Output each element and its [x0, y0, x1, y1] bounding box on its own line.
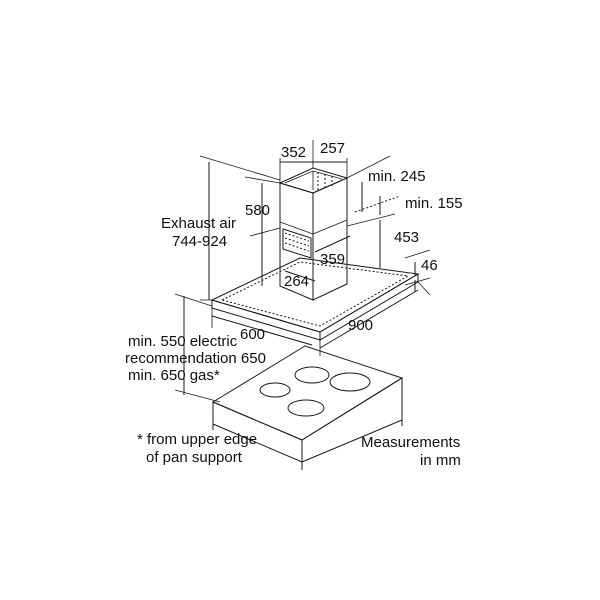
label-dim-359: 359: [320, 251, 345, 268]
burner-back-right: [329, 372, 371, 392]
dimension-lines: [174, 140, 431, 403]
label-dim-600: 600: [240, 326, 265, 343]
label-dim-453: 453: [394, 229, 419, 246]
label-min-gas: min. 650 gas*: [128, 367, 220, 384]
label-dim-46: 46: [421, 257, 438, 274]
units-line-1: Measurements: [361, 434, 460, 451]
burner-front-left: [259, 382, 291, 398]
burner-back-left: [294, 366, 330, 384]
units-line-2: in mm: [420, 452, 461, 469]
chimney: [278, 167, 349, 301]
label-dim-900: 900: [348, 317, 373, 334]
label-min-245: min. 245: [368, 168, 426, 185]
label-chimney-depth: 352: [281, 144, 306, 161]
label-min-electric: min. 550 electric: [128, 333, 238, 350]
label-chimney-height: 580: [245, 202, 270, 219]
label-dim-264: 264: [284, 273, 309, 290]
cooktop: [211, 345, 404, 470]
label-chimney-width: 257: [320, 140, 345, 157]
label-exhaust-air: Exhaust air: [161, 215, 236, 232]
footnote-line-2: of pan support: [146, 449, 243, 466]
footnote-line-1: * from upper edge: [137, 431, 257, 448]
label-recommendation: recommendation 650: [125, 350, 266, 367]
burner-front-right: [287, 399, 325, 417]
left-edge-mask: [0, 330, 126, 390]
label-min-155: min. 155: [405, 195, 463, 212]
label-exhaust-range: 744-924: [172, 233, 227, 250]
